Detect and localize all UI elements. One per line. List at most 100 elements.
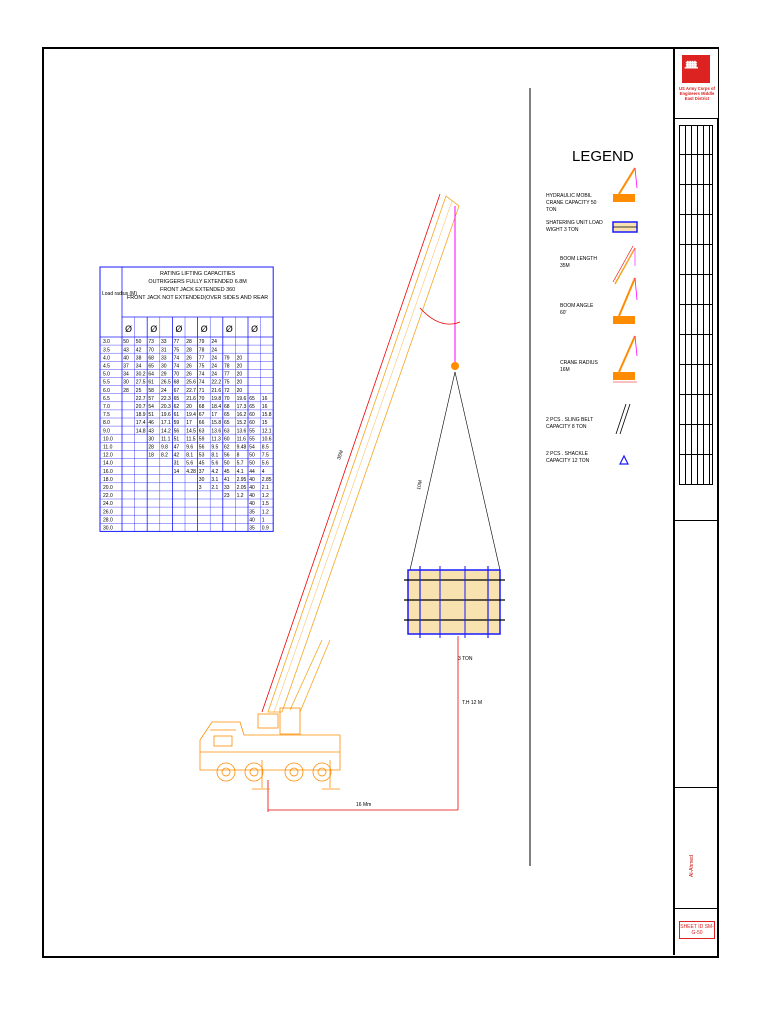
table-capacity-cell: 18.9: [136, 412, 146, 418]
table-capacity-cell: 75: [224, 380, 230, 386]
table-capacity-cell: 17.4: [136, 420, 146, 426]
table-capacity-cell: 42: [174, 453, 180, 459]
table-capacity-cell: 27.5: [136, 380, 146, 386]
table-capacity-cell: 35: [249, 509, 255, 515]
table-capacity-cell: 73: [148, 339, 154, 345]
load-icon: [612, 221, 638, 233]
table-capacity-cell: 16: [262, 404, 268, 410]
table-capacity-cell: 4.2: [211, 469, 218, 475]
table-radius-cell: 6.5: [103, 396, 110, 402]
legend-icons: [612, 167, 638, 465]
table-capacity-cell: 26.5: [161, 380, 171, 386]
table-capacity-cell: 57: [148, 396, 154, 402]
table-capacity-cell: 12.1: [262, 428, 272, 434]
table-capacity-cell: 9.48: [237, 445, 247, 451]
table-radius-cell: 7.5: [103, 412, 110, 418]
table-capacity-cell: 40: [249, 501, 255, 507]
table-capacity-cell: 20: [237, 355, 243, 361]
table-radius-cell: 24.0: [103, 501, 113, 507]
table-capacity-cell: 45: [199, 461, 205, 467]
table-capacity-cell: 9.6: [186, 445, 193, 451]
table-capacity-cell: 45: [224, 469, 230, 475]
table-capacity-cell: 68: [224, 404, 230, 410]
table-capacity-cell: 65: [174, 396, 180, 402]
table-capacity-cell: 8.2: [161, 453, 168, 459]
table-capacity-cell: 77: [174, 339, 180, 345]
table-capacity-cell: 30: [123, 380, 129, 386]
table-capacity-cell: 15.2: [237, 420, 247, 426]
table-capacity-cell: 8.5: [262, 445, 269, 451]
table-capacity-cell: 60: [224, 436, 230, 442]
table-header-line: FRONT JACK NOT EXTENDED(OVER SIDES AND R…: [127, 295, 268, 301]
sheet-id-block: SHEET ID SM-G-50: [675, 911, 718, 955]
table-radius-cell: 9.0: [103, 428, 110, 434]
table-capacity-cell: 2.95: [237, 477, 247, 483]
table-capacity-cell: 66: [199, 420, 205, 426]
table-radius-cell: 4.5: [103, 364, 110, 370]
table-capacity-cell: 28: [186, 347, 192, 353]
table-capacity-cell: 15.8: [262, 412, 272, 418]
table-capacity-cell: 16: [262, 396, 268, 402]
table-capacity-cell: 50: [249, 453, 255, 459]
table-capacity-cell: 70: [224, 396, 230, 402]
sheet-id: SHEET ID SM-G-50: [679, 921, 715, 939]
crane-radius-icon: [613, 335, 638, 383]
table-capacity-cell: 14.2: [161, 428, 171, 434]
table-capacity-cell: 24: [161, 388, 167, 394]
table-capacity-cell: 20: [237, 388, 243, 394]
table-capacity-cell: 20: [237, 372, 243, 378]
table-capacity-cell: 55: [249, 436, 255, 442]
table-capacity-cell: 61: [148, 380, 154, 386]
table-capacity-cell: 31: [174, 461, 180, 467]
table-capacity-cell: 74: [174, 355, 180, 361]
table-capacity-cell: 21.6: [186, 396, 196, 402]
table-capacity-cell: 61: [174, 412, 180, 418]
table-capacity-cell: 13.6: [237, 428, 247, 434]
table-capacity-cell: 4.1: [237, 469, 244, 475]
boom-angle-arc: [419, 307, 461, 325]
table-capacity-cell: 40: [249, 477, 255, 483]
table-radius-cell: 30.0: [103, 526, 113, 532]
table-capacity-cell: 19.6: [237, 396, 247, 402]
table-radius-cell: 16.0: [103, 469, 113, 475]
organization-name: US Army Corps of Engineers Middle East D…: [679, 86, 715, 101]
sling-label: 10M: [416, 480, 424, 491]
height-label: T.H 12 M: [462, 700, 482, 706]
load-unit: [404, 566, 505, 638]
boom-center-line: [273, 200, 453, 713]
table-capacity-cell: 23: [224, 493, 230, 499]
title-block: ᚙ US Army Corps of Engineers Middle East…: [673, 49, 718, 955]
table-capacity-cell: 11.3: [211, 436, 221, 442]
table-capacity-cell: 30: [161, 364, 167, 370]
table-capacity-cell: 30: [199, 477, 205, 483]
table-capacity-cell: 70: [174, 372, 180, 378]
hook-block-icon: [451, 362, 459, 370]
table-radius-cell: 6.0: [103, 388, 110, 394]
table-capacity-cell: 17: [186, 420, 192, 426]
table-capacity-cell: 0.9: [262, 526, 269, 532]
sling-right: [454, 371, 501, 571]
table-capacity-cell: 55: [249, 428, 255, 434]
table-radius-cell: 20.0: [103, 485, 113, 491]
table-capacity-cell: 22.3: [161, 396, 171, 402]
company-logo-text: Al-Ahmed: [689, 855, 695, 877]
table-capacity-cell: 60: [249, 420, 255, 426]
table-capacity-cell: 40: [249, 485, 255, 491]
table-capacity-cell: 40: [123, 355, 129, 361]
table-capacity-cell: 11.1: [161, 436, 171, 442]
table-capacity-cell: 65: [249, 396, 255, 402]
table-radius-cell: 3.5: [103, 347, 110, 353]
table-capacity-cell: 19.6: [161, 412, 171, 418]
table-capacity-cell: 42: [136, 347, 142, 353]
table-capacity-cell: 7.5: [262, 453, 269, 459]
table-capacity-cell: 33: [224, 485, 230, 491]
sling-left: [409, 371, 456, 571]
table-capacity-cell: 63: [224, 428, 230, 434]
table-capacity-cell: 40: [249, 493, 255, 499]
table-capacity-cell: 2.85: [262, 477, 272, 483]
table-capacity-cell: 74: [174, 364, 180, 370]
table-capacity-cell: 74: [199, 380, 205, 386]
table-header-line: RATING LIFTING CAPACITIES: [160, 271, 236, 277]
table-capacity-cell: 14.5: [186, 428, 196, 434]
table-radius-cell: 26.0: [103, 509, 113, 515]
